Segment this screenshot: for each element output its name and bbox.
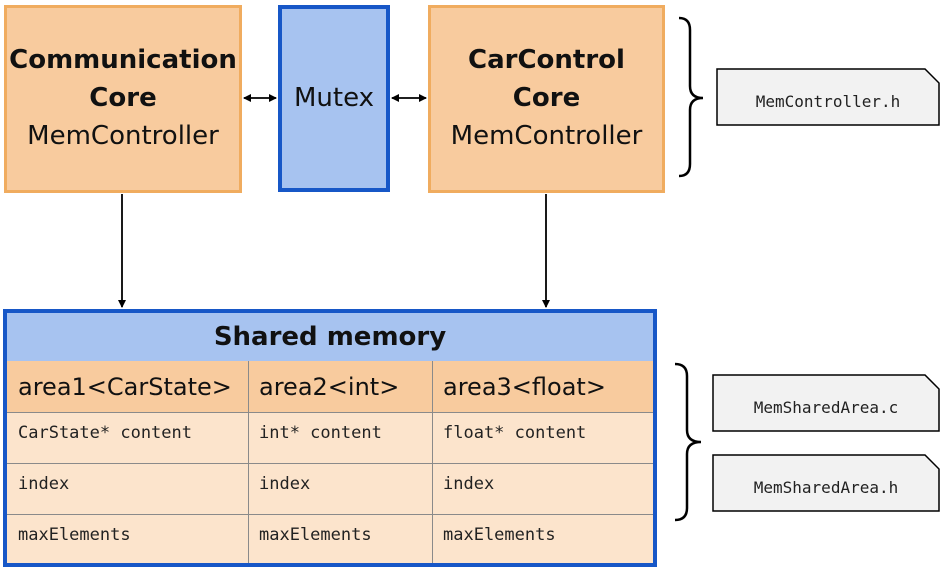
carcontrol-core-title: CarControl Core — [468, 45, 625, 114]
table-cell: int* content — [259, 423, 382, 443]
file-mem-shared-area-h: MemSharedArea.h — [712, 454, 940, 512]
carcontrol-core-subtitle: MemController — [450, 120, 643, 151]
table-divider — [432, 361, 433, 563]
file-mem-shared-area-c: MemSharedArea.c — [712, 374, 940, 432]
column-header-area1: area1<CarState> — [7, 361, 248, 412]
column-header-area2: area2<int> — [248, 361, 432, 412]
file-note-shape — [716, 68, 940, 126]
table-cell: CarState* content — [18, 423, 192, 443]
communication-core: Communication Core MemController — [4, 5, 242, 193]
table-cell: index — [443, 474, 495, 494]
table-divider — [7, 463, 653, 464]
file-note-shape — [712, 374, 940, 432]
table-divider — [248, 361, 249, 563]
table-cell: maxElements — [443, 525, 556, 545]
file-mem-controller-h: MemController.h — [716, 68, 940, 126]
mutex-box: Mutex — [278, 5, 390, 192]
table-cell: index — [259, 474, 311, 494]
brace-shared-memory — [674, 362, 702, 522]
table-divider — [7, 514, 653, 515]
mutex-label: Mutex — [293, 82, 375, 113]
shared-memory-title: Shared memory — [7, 313, 653, 362]
table-cell: maxElements — [18, 525, 131, 545]
table-cell: float* content — [443, 423, 587, 443]
carcontrol-core: CarControl Core MemController — [428, 5, 665, 193]
table-divider — [7, 412, 653, 413]
file-label-mem-controller-h: MemController.h — [755, 92, 901, 111]
communication-core-title-line1: Communication — [9, 45, 237, 76]
shared-memory-table: Shared memory area1<CarState> area2<int>… — [3, 309, 657, 567]
file-label-mem-shared-area-c: MemSharedArea.c — [753, 398, 899, 417]
column-header-area3: area3<float> — [432, 361, 653, 412]
file-note-shape — [712, 454, 940, 512]
brace-cores — [678, 16, 704, 178]
table-cell: index — [18, 474, 70, 494]
communication-core-subtitle: MemController — [27, 120, 219, 151]
file-label-mem-shared-area-h: MemSharedArea.h — [753, 478, 899, 497]
communication-core-title-line2: Core — [89, 83, 157, 114]
table-cell: maxElements — [259, 525, 372, 545]
